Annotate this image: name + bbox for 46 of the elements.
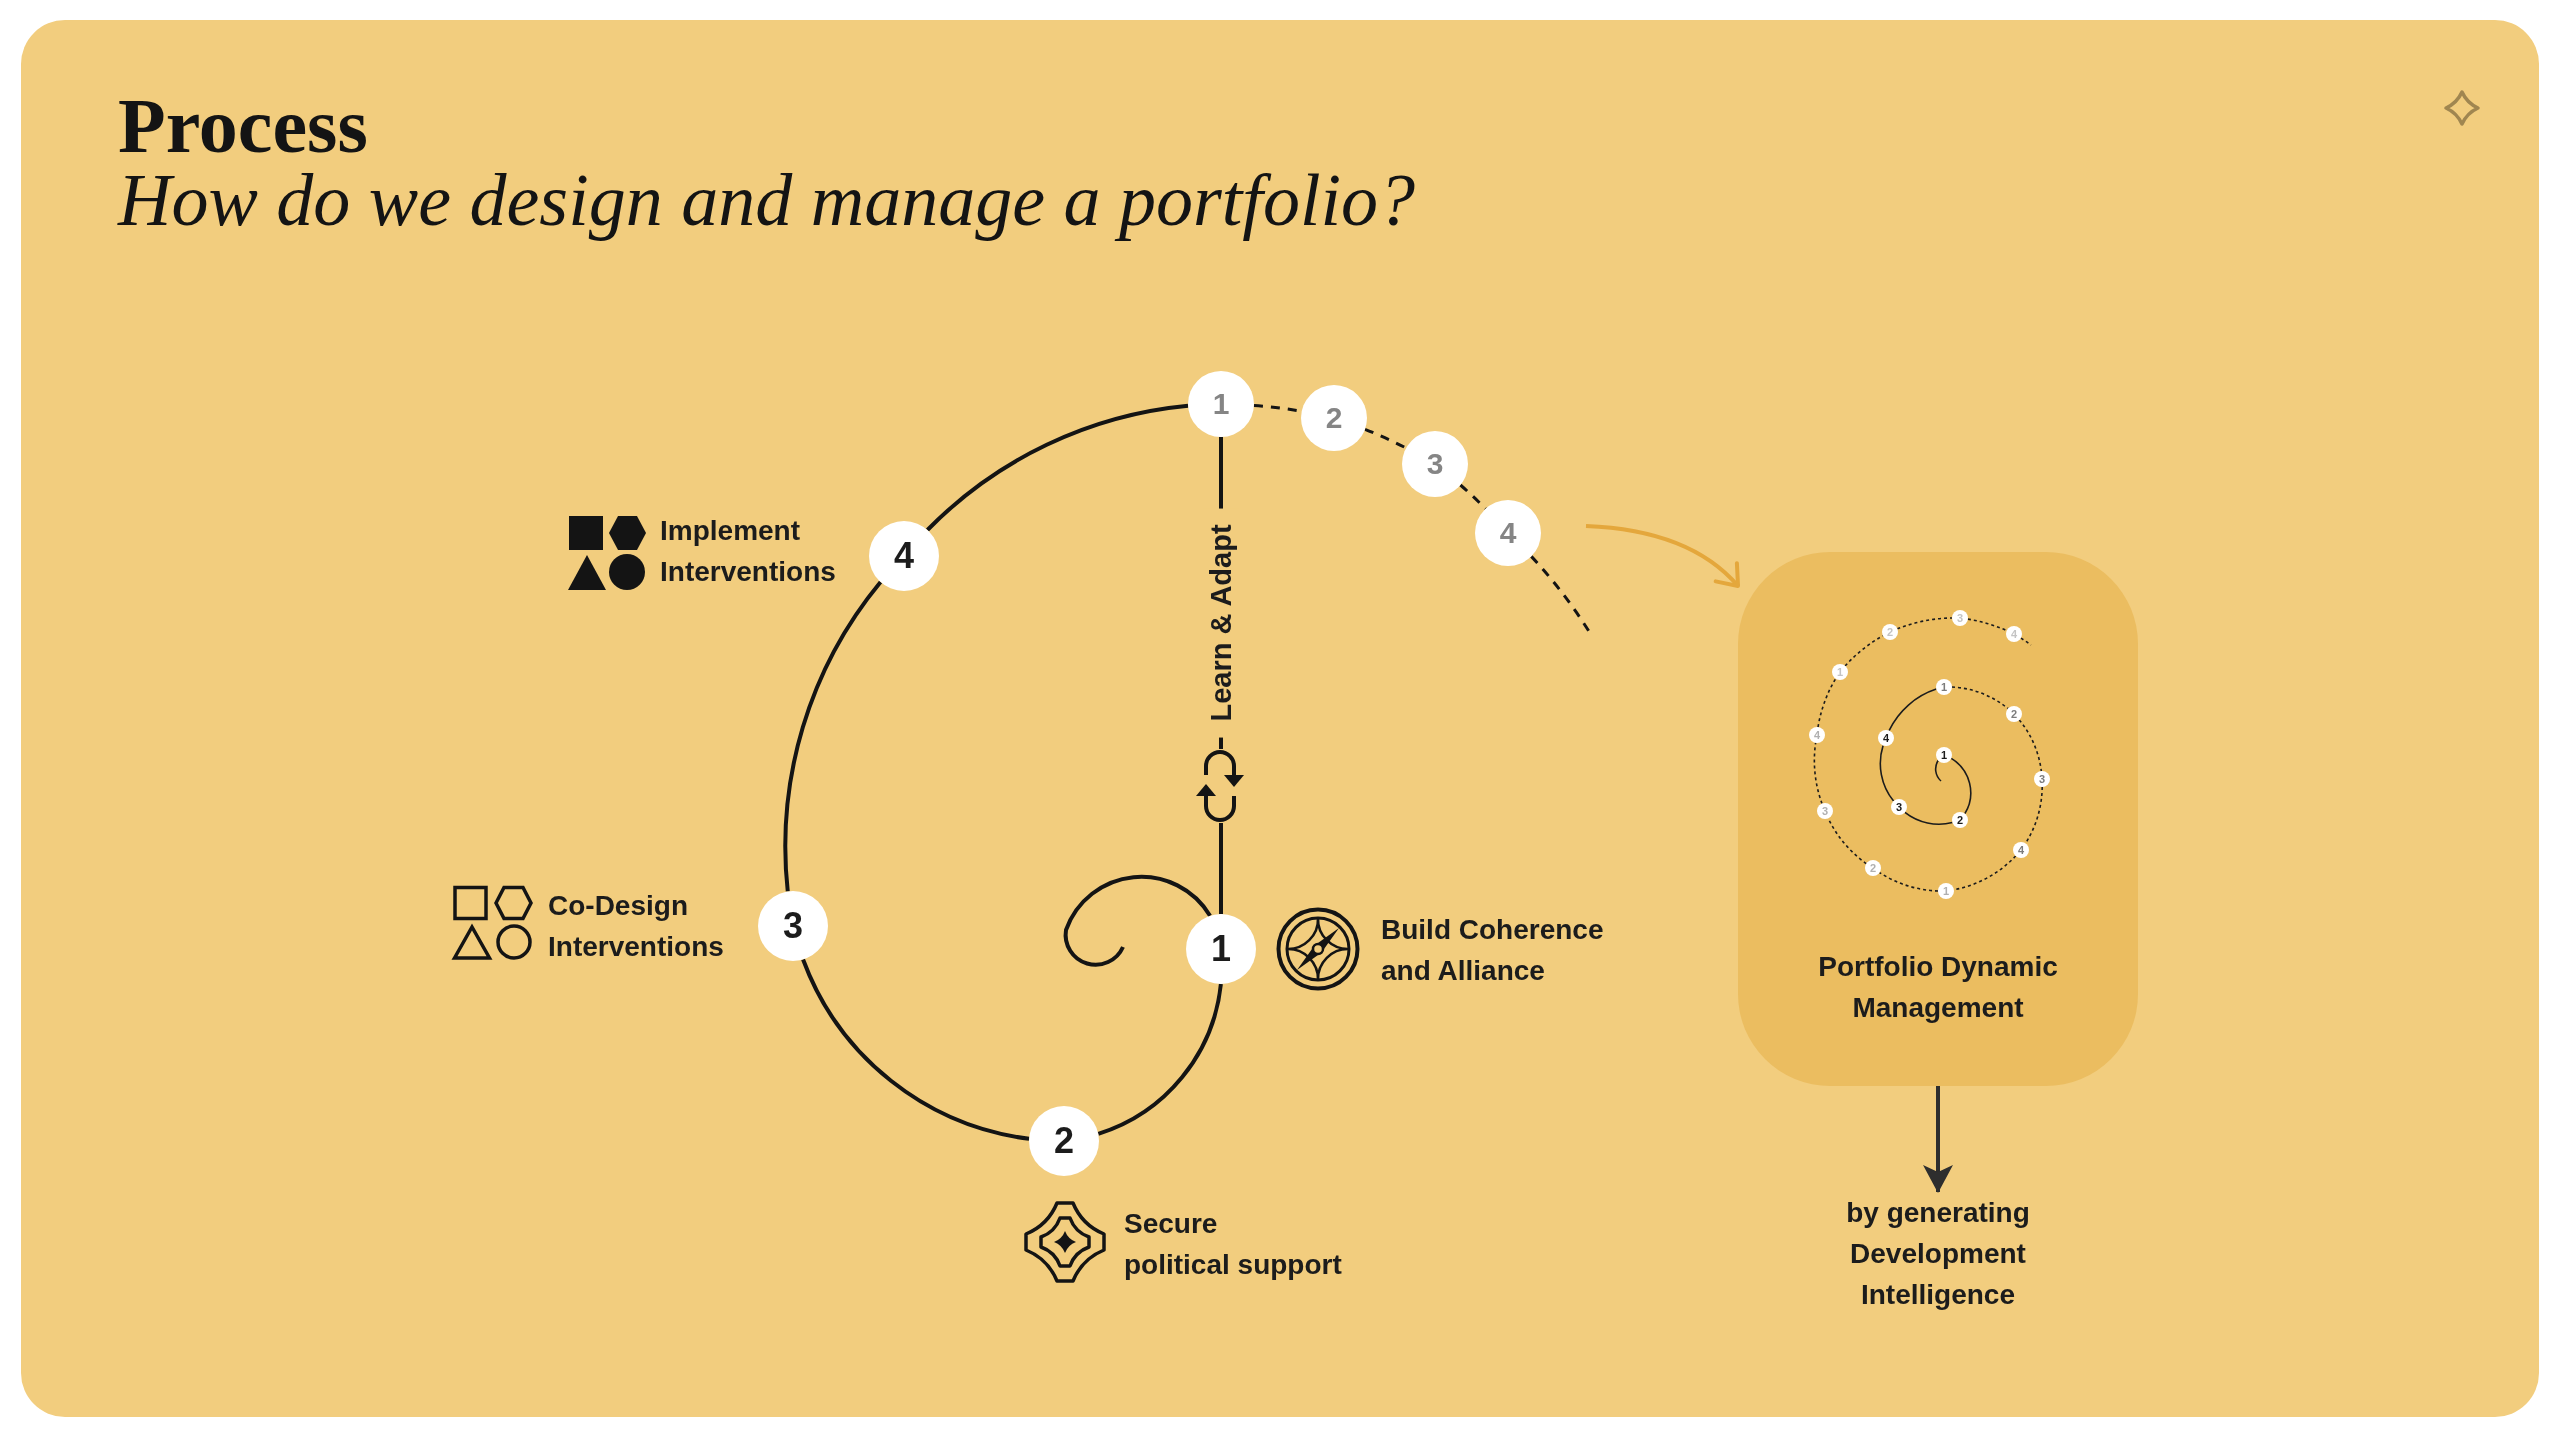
- curved-arrow: [1585, 524, 1740, 588]
- mini-spiral-line: [1904, 811, 1954, 825]
- mini-step-number: 4: [1878, 730, 1894, 746]
- mini-step-number: 1: [1936, 679, 1952, 695]
- spiral-line: [1097, 983, 1223, 1136]
- mini-step-number: 3: [2034, 771, 2050, 787]
- mini-step-number: 1: [1938, 883, 1954, 899]
- dashed-mini-spiral-line: [1967, 618, 2008, 632]
- mini-spiral-line: [1950, 757, 1972, 815]
- mini-step-number: 4: [2013, 842, 2029, 858]
- dashed-mini-spiral-line: [1896, 617, 1953, 630]
- rounded-panel: [1738, 552, 2138, 1086]
- dashed-mini-spiral-line: [1878, 871, 1939, 892]
- spiral-line: [926, 403, 1189, 532]
- outcome-text: by generating Development Intelligence: [1838, 1192, 2038, 1315]
- mini-spiral-line: [1888, 688, 1938, 732]
- dashed-mini-spiral-line: [2020, 637, 2032, 646]
- mini-step-number: 4: [2006, 626, 2022, 642]
- mini-step-number: 3: [1952, 610, 1968, 626]
- mini-step-number: 3: [1817, 803, 1833, 819]
- mini-spiral-line: [1934, 759, 1942, 782]
- panel-title: Portfolio Dynamic Management: [1817, 950, 2059, 1025]
- mini-step-number: 2: [1952, 812, 1968, 828]
- mini-step-number: 2: [1882, 624, 1898, 640]
- mini-step-number: 4: [1809, 727, 1825, 743]
- dashed-mini-spiral-line: [1813, 742, 1823, 805]
- dashed-spiral-line: [1364, 427, 1407, 450]
- dashed-mini-spiral-line: [1953, 855, 2017, 891]
- step-label: Secure political support: [1124, 1207, 1343, 1282]
- dashed-mini-spiral-line: [2024, 786, 2043, 845]
- mini-step-number: 1: [1832, 664, 1848, 680]
- spiral-line: [1063, 874, 1212, 967]
- dashed-mini-spiral-line: [2018, 719, 2043, 772]
- mini-step-number: 3: [1891, 799, 1907, 815]
- mini-spiral-line: [1879, 744, 1895, 802]
- spiral-line: [801, 958, 1030, 1141]
- spiral-line: [783, 580, 883, 892]
- dashed-mini-spiral-line: [1817, 677, 1837, 728]
- mini-step-number: 2: [2006, 706, 2022, 722]
- step-label: Build Coherence and Alliance: [1381, 913, 1605, 988]
- arrow: [1923, 1086, 1953, 1193]
- dashed-spiral-line: [1530, 555, 1592, 634]
- mini-step-number: 2: [1865, 860, 1881, 876]
- mini-step-number: 1: [1936, 747, 1952, 763]
- step-label: Co-Design Interventions: [548, 889, 725, 964]
- step-label: Implement Interventions: [660, 514, 837, 589]
